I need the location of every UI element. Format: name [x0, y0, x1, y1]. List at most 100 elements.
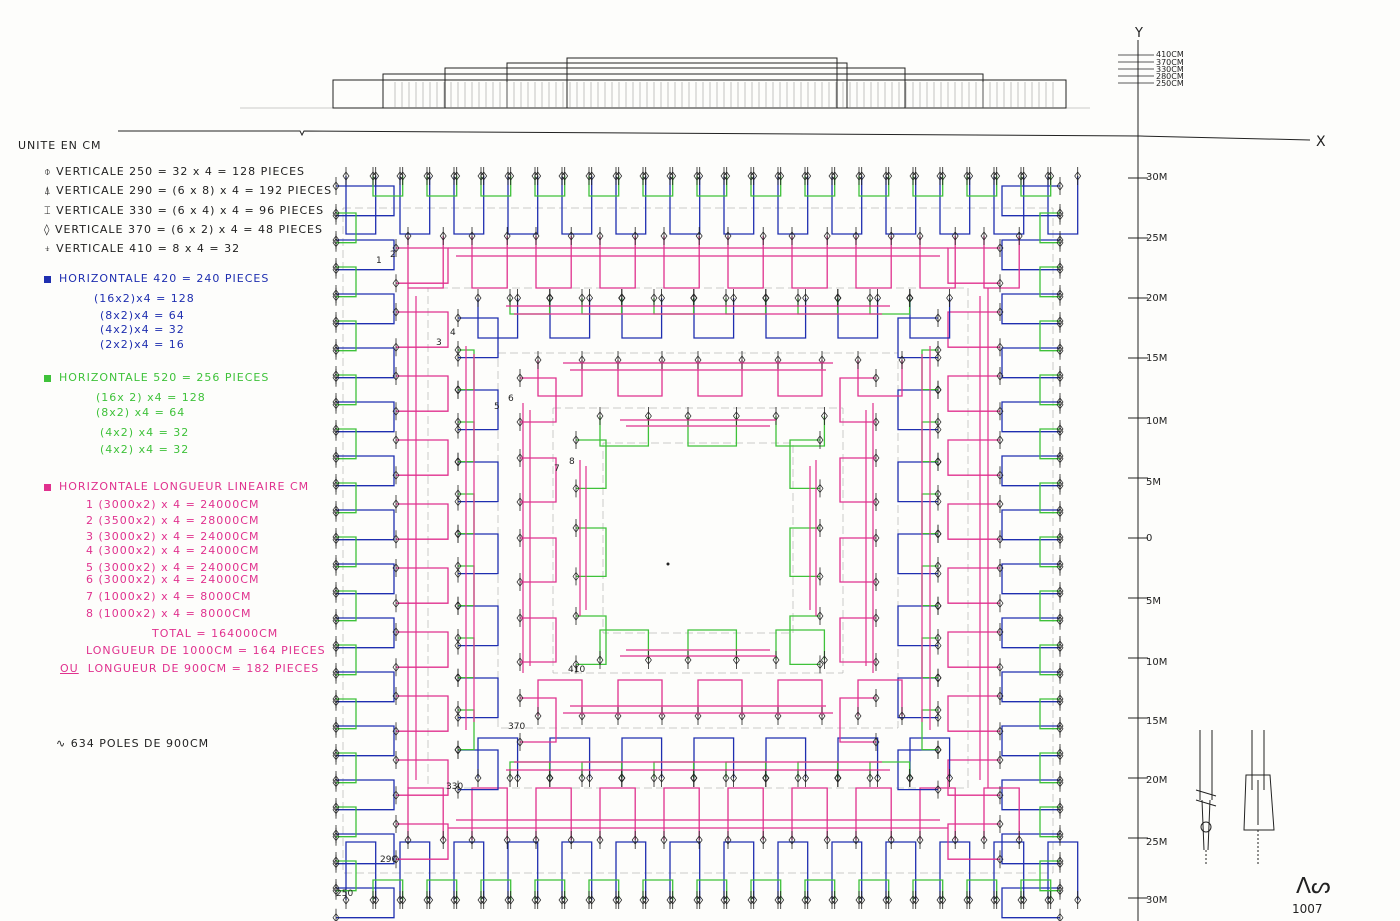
pole-marker — [372, 171, 380, 181]
vertical-410-row: ⍖ VERTICALE 410 = 8 x 4 = 32 — [44, 242, 241, 255]
pole-marker — [332, 373, 340, 383]
pole-marker — [898, 355, 906, 365]
frame-bracket — [407, 787, 444, 840]
pole-marker — [872, 657, 880, 667]
plan-label: 4 — [450, 328, 456, 338]
pole-marker — [454, 705, 462, 715]
frame-bracket — [947, 375, 1000, 412]
pole-marker — [404, 231, 412, 241]
frame-ring — [576, 416, 826, 666]
pole-marker — [454, 385, 462, 395]
pole-marker — [1017, 171, 1025, 181]
pole-marker — [572, 523, 580, 533]
frame-bracket — [336, 428, 357, 460]
pole-marker — [454, 785, 462, 795]
pole-marker — [503, 231, 511, 241]
pole-marker — [996, 470, 1004, 480]
pole-marker — [996, 563, 1004, 573]
pole-marker — [369, 895, 377, 905]
pole-marker — [332, 721, 340, 731]
y-tick-label: 20M — [1146, 775, 1168, 786]
pole-marker — [996, 278, 1004, 288]
frame-bracket — [336, 212, 357, 244]
pole-marker — [392, 854, 400, 864]
pole-marker — [514, 293, 522, 303]
pole-marker — [332, 238, 340, 248]
pole-marker — [534, 711, 542, 721]
frame-bracket — [723, 176, 755, 235]
pole-marker — [906, 773, 914, 783]
pole-marker — [872, 577, 880, 587]
pole-marker — [934, 745, 942, 755]
pole-marker — [996, 819, 1004, 829]
frame-bracket — [693, 298, 735, 339]
pole-marker — [332, 778, 340, 788]
pole-marker — [788, 835, 796, 845]
pole-marker — [872, 693, 880, 703]
pole-marker — [747, 895, 755, 905]
frame-bracket — [839, 457, 876, 503]
poles-count: ∿ 634 POLES DE 900CM — [56, 737, 210, 750]
frame-bracket — [947, 631, 1000, 668]
frame-bracket — [336, 455, 395, 487]
pole-marker — [1056, 262, 1064, 272]
construction-frame — [342, 207, 1054, 874]
pole-marker — [332, 802, 340, 812]
frame-ring — [458, 298, 951, 791]
frame-bracket — [336, 725, 395, 757]
pole-330-icon: ⌶ — [44, 204, 52, 217]
pole-marker — [934, 385, 942, 395]
pole-marker — [1056, 316, 1064, 326]
frame-bracket — [1001, 617, 1060, 649]
plan-label: 3 — [436, 338, 442, 348]
frame-bracket — [993, 841, 1025, 900]
pole-marker — [392, 790, 400, 800]
frame-ring — [336, 176, 1060, 900]
construction-frame — [602, 442, 794, 634]
pole-marker — [332, 589, 340, 599]
vertical-330-row: ⌶ VERTICALE 330 = (6 x 4) x 4 = 96 PIECE… — [44, 204, 325, 217]
pole-marker — [392, 534, 400, 544]
pole-marker — [885, 171, 893, 181]
pole-marker — [834, 773, 842, 783]
elevation-view — [240, 57, 1090, 109]
frame-bracket — [399, 841, 431, 900]
pole-marker — [572, 435, 580, 445]
pole-marker — [934, 713, 942, 723]
signature-year: 1007 — [1292, 902, 1323, 916]
pole-marker — [816, 571, 824, 581]
linear-line: 5 (3000x2) x 4 = 24000CM — [86, 561, 260, 574]
frame-bracket — [791, 236, 828, 289]
pole-marker — [934, 489, 942, 499]
frame-bracket — [1001, 833, 1060, 865]
frame-bracket — [480, 176, 512, 197]
pole-marker — [996, 790, 1004, 800]
pole-marker — [1056, 346, 1064, 356]
frame-bracket — [897, 749, 938, 791]
construction-frame — [552, 407, 844, 674]
frame-bracket — [750, 879, 782, 900]
frame-bracket — [642, 879, 674, 900]
pole-marker — [906, 293, 914, 303]
pole-marker — [453, 895, 461, 905]
frame-bracket — [966, 879, 998, 900]
pole-marker — [516, 373, 524, 383]
pole-marker — [332, 586, 340, 596]
pole-marker — [332, 616, 340, 626]
frame-bracket — [336, 833, 395, 865]
frame-bracket — [1039, 374, 1060, 406]
pole-marker — [332, 859, 340, 869]
frame-bracket — [693, 737, 735, 778]
pole-marker — [816, 523, 824, 533]
frame-bracket — [1039, 698, 1060, 730]
pole-marker — [1056, 670, 1064, 680]
pole-marker — [439, 231, 447, 241]
height-label: 280CM — [1156, 72, 1184, 81]
y-tick-label: 25M — [1146, 837, 1168, 848]
pole-marker — [1015, 231, 1023, 241]
pole-marker — [454, 673, 462, 683]
pole-marker — [342, 171, 350, 181]
frame-bracket — [617, 360, 663, 397]
pole-marker — [534, 355, 542, 365]
